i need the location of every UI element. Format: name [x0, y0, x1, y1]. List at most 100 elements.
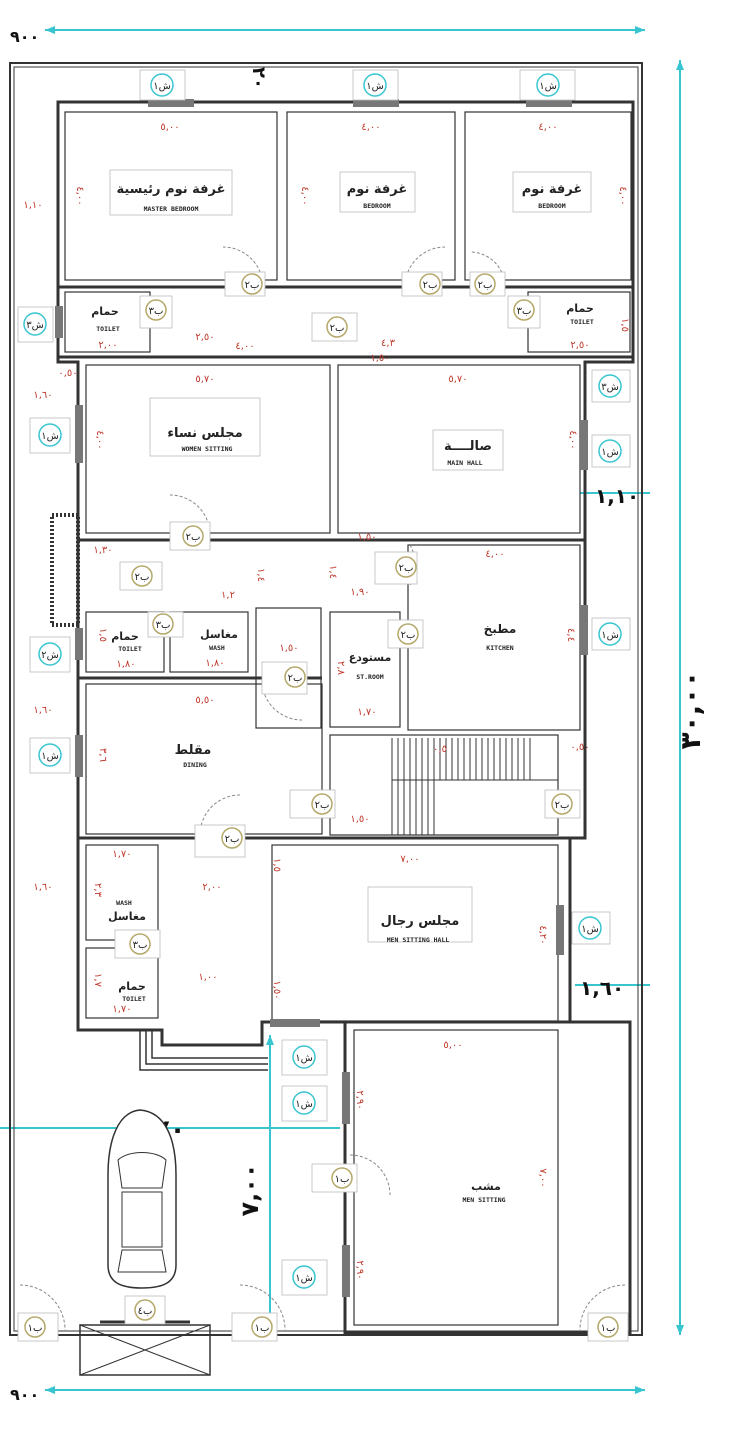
svg-text:ش١: ش١ — [601, 447, 619, 458]
svg-text:ب٢: ب٢ — [135, 572, 150, 583]
dim-lobby-2: ١,٣٠ — [93, 545, 112, 556]
window-tag: ش١ — [591, 434, 631, 468]
room-name-store: مستودع — [349, 651, 392, 664]
door-tag: ب٢ — [374, 551, 418, 585]
svg-text:ش١: ش١ — [153, 81, 171, 92]
dim-women-sitting-w: ٥,٧٠ — [195, 374, 214, 385]
dim-kitchen-w: ٤,٠٠ — [485, 549, 504, 560]
total-length-label: ٣٠,٠٠ — [674, 671, 707, 750]
garage-depth-label: ٧,٠٠ — [236, 1163, 264, 1216]
room-name-bedroom-2: غرفة نوم — [347, 182, 407, 197]
door-tag: ب٢ — [194, 824, 246, 858]
dim-side-6: ٠,٥٠ — [570, 742, 589, 753]
svg-text:ش٢: ش٢ — [41, 650, 59, 661]
svg-text:ب٣: ب٣ — [133, 940, 148, 951]
plot-boundary — [9, 62, 643, 1336]
dim-main-hall-h: ٤,٠٠ — [567, 430, 578, 449]
dim-window-2: ٢,٩٠ — [354, 1260, 365, 1279]
dim-master-bedroom-w: ٥,٠٠ — [160, 122, 179, 133]
dim-entry-4: ١,٥٠ — [271, 980, 282, 999]
room-labels: غرفة نوم رئيسية MASTER BEDROOM غرفة نوم … — [91, 169, 594, 1204]
internal-dimensions: ٢,٥٠ ٤,٠٠ ٤,٣ ١,٥٠ ١,٥٠ ١,٣٠ ١,٢ ١,٤ ١,٩… — [23, 200, 589, 1280]
svg-text:ش١: ش١ — [581, 924, 599, 935]
svg-text:ب٢: ب٢ — [245, 280, 260, 291]
room-en-bedroom-3: BEDROOM — [538, 202, 565, 210]
dimension-lines — [0, 26, 684, 1394]
svg-text:ب٢: ب٢ — [478, 280, 493, 291]
dim-side-5: ٠,٥٠ — [58, 368, 77, 379]
svg-text:ب١: ب١ — [28, 1323, 43, 1334]
north-mark: ٢٠ — [248, 67, 269, 89]
dim-toilet-3-w: ١,٨٠ — [116, 659, 135, 670]
dim-wash-2-h: ٢,٣ — [92, 883, 103, 898]
svg-text:ش١: ش١ — [539, 81, 557, 92]
dim-men-annex-w: ٥,٠٠ — [443, 1040, 462, 1051]
room-name-dining: مقلط — [175, 743, 212, 758]
room-name-toilet-1: حمام — [91, 305, 119, 318]
dim-stair-1: ٠,٥ — [433, 744, 447, 755]
car-icon — [107, 1109, 177, 1289]
dim-bedroom-3-w: ٤,٠٠ — [538, 122, 557, 133]
door-tag: ب٢ — [289, 789, 336, 819]
dim-toilet-1-w: ٢,٠٠ — [98, 340, 117, 351]
dim-bedroom-2-h: ٤,٠٠ — [299, 186, 310, 205]
dim-corridor-1: ٢,٥٠ — [195, 332, 214, 343]
dim-dining-h: ٣,٦ — [97, 748, 108, 762]
svg-text:ب١: ب١ — [335, 1174, 350, 1185]
dim-bedroom-3-h: ٤,٠٠ — [617, 186, 628, 205]
setback-lower-label: ١,٦٠ — [580, 976, 624, 1000]
room-name-toilet-4: حمام — [118, 980, 146, 993]
svg-text:ب٢: ب٢ — [423, 280, 438, 291]
door-tag: ب٢ — [544, 789, 581, 819]
room-en-dining: DINING — [183, 761, 207, 769]
dim-toilet-3-h: ١,٥ — [97, 628, 108, 642]
svg-text:ب٢: ب٢ — [399, 563, 414, 574]
room-en-bedroom-2: BEDROOM — [363, 202, 390, 210]
room-name-women-sitting: مجلس نساء — [167, 426, 242, 441]
window-tag: ش٣ — [17, 306, 54, 343]
room-dimensions: ٥,٠٠ ٤,٠٠ ٤,٠٠ ٤,٠٠ ٤,٠٠ ٤,٠٠ ٢,٠٠ ٢,٥٠ … — [74, 122, 630, 1188]
window-tag: ش١ — [519, 69, 576, 101]
building-walls — [56, 100, 635, 1335]
room-en-master-bedroom: MASTER BEDROOM — [144, 205, 199, 213]
room-en-wash-2: WASH — [116, 899, 132, 907]
svg-text:ب٢: ب٢ — [288, 673, 303, 684]
window-tag: ش١ — [352, 69, 399, 101]
dim-wash-1-w: ١,٨٠ — [205, 658, 224, 669]
door-tag: ب٣ — [114, 929, 161, 959]
svg-text:ش١: ش١ — [601, 630, 619, 641]
dim-master-bedroom-h: ٤,٠٠ — [74, 186, 85, 205]
window-tag: ش١ — [139, 69, 186, 101]
door-tag: ب٣ — [147, 611, 184, 638]
svg-text:ش١: ش١ — [295, 1273, 313, 1284]
dim-corridor-4: ١,٥٠ — [370, 353, 389, 364]
dim-toilet-2-h: ١,٥ — [619, 318, 630, 332]
window-tag: ش١ — [29, 417, 71, 454]
svg-text:ب٢: ب٢ — [555, 800, 570, 811]
svg-text:ب١: ب١ — [601, 1323, 616, 1334]
windows — [55, 99, 588, 1297]
window-tag: ش١ — [571, 911, 611, 945]
room-name-men-annex: مشب — [471, 1180, 501, 1193]
door-tag: ب٢ — [261, 661, 308, 695]
svg-text:ب٢: ب٢ — [225, 834, 240, 845]
svg-text:ب٢: ب٢ — [315, 800, 330, 811]
dim-entry-2: ١,٠٠ — [198, 972, 217, 983]
room-name-bedroom-3: غرفة نوم — [522, 182, 582, 197]
dim-men-sitting-h: ٤,٢٠ — [537, 925, 548, 944]
door-tag: ب٢ — [169, 521, 211, 551]
dim-side-2: ١,٦٠ — [33, 390, 52, 401]
window-tag: ش٣ — [591, 369, 631, 403]
dim-passage-1: ١,٥٠ — [279, 643, 298, 654]
room-en-toilet-4: TOILET — [122, 995, 146, 1003]
room-en-toilet-2: TOILET — [570, 318, 594, 326]
dim-women-sitting-h: ٤,٠٠ — [94, 430, 105, 449]
door-tag: ب١ — [231, 1312, 278, 1342]
room-name-toilet-2: حمام — [566, 302, 594, 315]
room-name-men-sitting: مجلس رجال — [381, 914, 460, 929]
room-name-kitchen: مطبخ — [484, 622, 517, 636]
svg-text:ب٣: ب٣ — [149, 306, 164, 317]
svg-text:ب٣: ب٣ — [156, 620, 171, 631]
dim-corridor-3: ٤,٣ — [381, 338, 396, 349]
